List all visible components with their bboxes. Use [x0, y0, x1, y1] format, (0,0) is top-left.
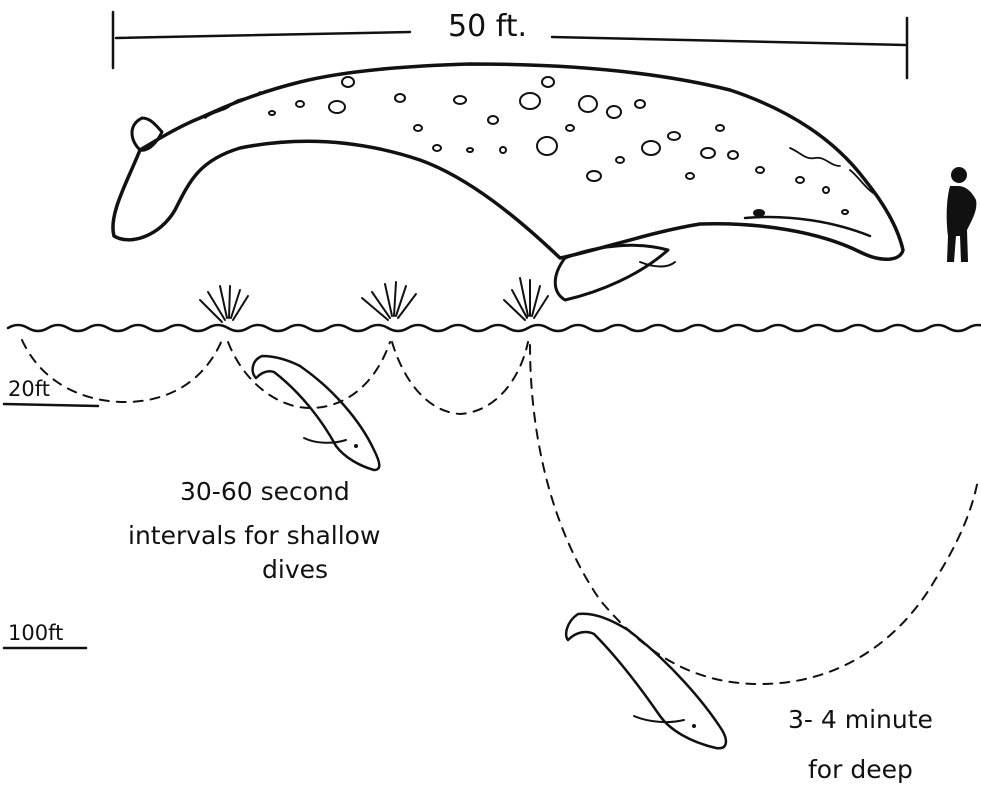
shallow-dive-path-1: [22, 340, 222, 402]
deep-caption-line-2: for deep: [808, 755, 913, 784]
shallow-caption-line-2: intervals for shallow: [128, 521, 380, 550]
scale-bar: 50 ft.: [113, 9, 907, 78]
depth-marker-shallow: 20ft: [4, 377, 98, 406]
blow-spouts: [200, 278, 548, 322]
gray-whale-illustration: [113, 64, 903, 300]
deep-diving-whale: [566, 614, 726, 749]
depth-label-deep: 100ft: [8, 621, 63, 645]
shallow-dive-caption: 30-60 second intervals for shallow dives: [128, 477, 380, 584]
shallow-caption-line-3: dives: [262, 555, 328, 584]
deep-dive-caption: 3- 4 minute for deep: [788, 705, 933, 784]
shallow-dive-path-2: [228, 342, 390, 408]
human-silhouette-icon: [947, 167, 977, 262]
dive-paths: [22, 340, 978, 684]
shallow-caption-line-1: 30-60 second: [180, 477, 350, 506]
depth-label-shallow: 20ft: [8, 377, 50, 401]
shallow-diving-whale: [253, 356, 380, 470]
deep-caption-line-1: 3- 4 minute: [788, 705, 933, 734]
depth-marker-deep: 100ft: [4, 621, 86, 648]
water-surface: [8, 325, 981, 331]
scale-label: 50 ft.: [448, 9, 527, 44]
deep-dive-path: [530, 345, 978, 684]
shallow-dive-path-3: [392, 342, 528, 414]
